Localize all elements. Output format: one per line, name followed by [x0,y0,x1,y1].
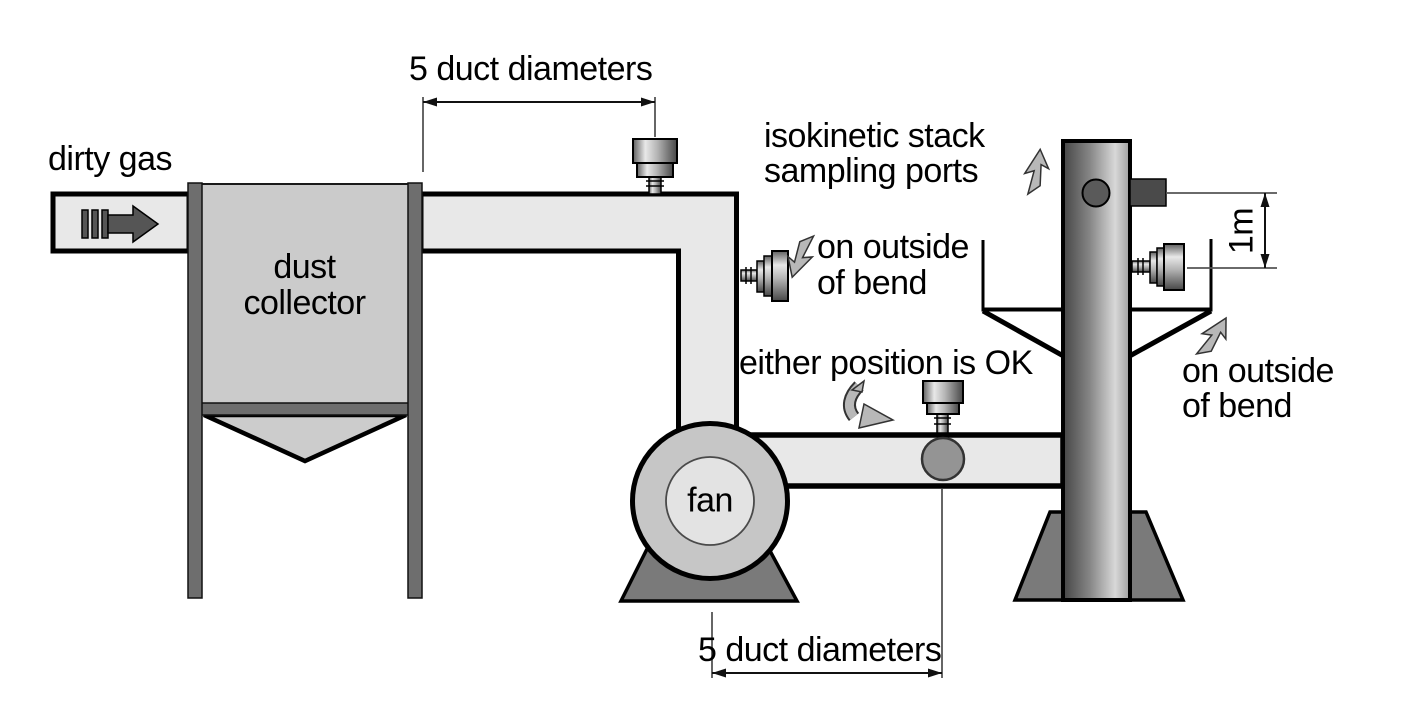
either-position-label: either position is OK [739,344,1033,382]
dust-collector-label-line2: collector [243,284,366,322]
bend-left-label: on outside of bend [817,229,969,301]
dim-arrowhead-right [928,668,942,678]
dirty-gas-label: dirty gas [48,140,173,178]
valve-cap [632,138,678,164]
duct-port-hole [920,436,966,482]
sampling-valve-top-duct [632,138,678,195]
isokinetic-ports-label-line2: sampling ports [764,152,979,190]
stack-port-hole [1081,178,1111,208]
fan-hub [665,456,755,546]
bend-left-label-line1: on outside [817,228,969,266]
flow-dash-2 [91,209,99,239]
dust-collector-label: dust collector [199,249,410,321]
bend-right-label-line2: of bend [1182,387,1292,425]
dust-collector-label-line1: dust [273,248,336,286]
bend-left-label-line2: of bend [817,264,927,302]
valve-band [636,161,674,178]
sampling-valve-outlet-duct [922,380,964,434]
stack [1012,139,1186,602]
cone-slope-left [981,308,1069,361]
pointer-arrows [781,146,1237,429]
collector-body [198,183,411,405]
sampling-valve-stack [1131,243,1185,291]
dim-arrowhead-right [641,97,655,107]
valve-cone [763,255,773,297]
dim-arrowhead-left [712,668,726,678]
sampling-valve-bend [740,250,789,302]
isokinetic-ports-label-line1: isokinetic stack [764,117,985,155]
dust-collector [187,182,423,599]
cone-slope-right [1124,308,1213,361]
fan-label: fan [687,481,733,520]
isokinetic-ports-label: isokinetic stack sampling ports [764,119,985,189]
one-meter-label: 1m [1222,207,1261,255]
inlet-duct [50,191,192,254]
bend-right-label: on outside of bend [1182,354,1334,424]
valve-body [1163,243,1185,291]
top-dimension [422,97,656,172]
valve-body [771,250,789,302]
valve-stem [740,269,758,282]
bend-right-label-line1: on outside [1182,352,1334,390]
collector-right-leg [407,182,423,599]
collector-base-bar [198,402,411,416]
flow-dash-1 [81,209,89,239]
bottom-dimension-label: 5 duct diameters [698,631,942,669]
bottom-dimension [711,489,943,678]
one-meter-dimension [1166,192,1277,269]
dim-arrowhead-left [423,97,437,107]
dim-arrowhead-down [1260,254,1270,268]
stack-pipe [1061,139,1132,602]
collector-hopper [203,412,407,464]
top-duct-and-bend [418,191,739,449]
dim-arrowhead-up [1260,193,1270,207]
stack-port-block [1129,178,1167,207]
flow-arrow-head [107,204,160,244]
valve-flange [1149,251,1158,284]
valve-flange [756,260,765,293]
valve-cap [922,380,964,404]
either-position-pointer-arrow-icon [842,379,896,429]
top-dimension-label: 5 duct diameters [409,50,653,88]
collector-left-leg [187,182,203,599]
valve-cone [1156,247,1165,287]
flow-dash-3 [101,209,109,239]
valve-stem [1131,260,1151,273]
gas-flow-arrow [81,204,160,244]
ports-pointer-arrow-icon [1021,146,1052,198]
valve-stem [648,175,662,195]
fan [618,421,800,603]
valve-stem [936,411,949,434]
